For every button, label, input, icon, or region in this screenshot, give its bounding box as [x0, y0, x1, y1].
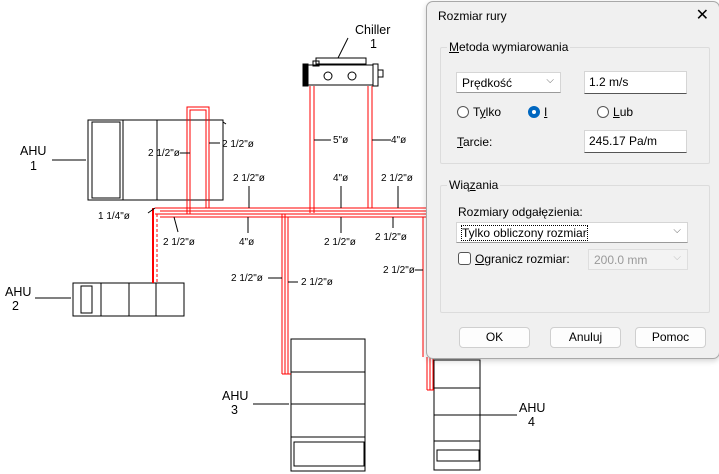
label-main-bottom-right: 2 1/2"ø: [375, 232, 407, 243]
constraints-group: Wiązania: [440, 178, 710, 313]
radio-and[interactable]: I: [528, 105, 547, 119]
label-main-top-right: 2 1/2"ø: [381, 173, 413, 184]
radio-only[interactable]: Tylko: [457, 105, 501, 119]
ahu-4[interactable]: [433, 359, 481, 471]
dialog-title: Rozmiar rury: [438, 9, 507, 23]
velocity-input[interactable]: 1.2 m/s: [584, 71, 687, 94]
chiller-number: 1: [370, 37, 377, 51]
sizing-method-group: Metoda wymiarowania: [440, 40, 710, 164]
label-main-top-mid: 4"ø: [333, 173, 348, 184]
ok-button[interactable]: OK: [459, 327, 530, 348]
label-main-bottom-left: 2 1/2"ø: [163, 237, 195, 248]
ahu3-number: 3: [231, 403, 238, 417]
label-ahu1-right: 2 1/2"ø: [222, 139, 254, 150]
limit-size-label: Ogranicz rozmiar:: [475, 252, 570, 266]
label-branch-ahu2: 1 1/4"ø: [98, 211, 130, 222]
branch-sizes-label: Rozmiary odgałęzienia:: [458, 205, 583, 219]
radio-circle-icon: [457, 106, 469, 118]
friction-input[interactable]: 245.17 Pa/m: [584, 130, 687, 153]
radio-or[interactable]: Lub: [597, 105, 633, 119]
ahu-2[interactable]: [72, 282, 185, 317]
pipe-size-dialog: Rozmiar rury ✕ Metoda wymiarowania Prędk…: [426, 1, 719, 359]
ahu3-label: AHU: [222, 389, 248, 403]
label-main-top-left: 2 1/2"ø: [233, 173, 265, 184]
chiller-leader: [337, 37, 349, 59]
chiller-1[interactable]: [302, 57, 384, 87]
label-ahu3-left: 2 1/2"ø: [231, 273, 263, 284]
ahu-1[interactable]: [87, 119, 227, 201]
limit-size-select[interactable]: 200.0 mm ⌵: [588, 249, 688, 270]
help-button[interactable]: Pomoc: [635, 327, 706, 348]
label-main-bottom-mid: 4"ø: [239, 237, 254, 248]
ahu2-number: 2: [12, 299, 19, 313]
chevron-down-icon: ⌵: [673, 225, 681, 236]
cancel-button[interactable]: Anuluj: [550, 327, 621, 348]
limit-size-checkbox[interactable]: [458, 252, 471, 265]
radio-circle-icon: [597, 106, 609, 118]
label-main-bottom-mid2: 2 1/2"ø: [324, 237, 356, 248]
ahu4-label: AHU: [519, 401, 545, 415]
branch-sizes-select[interactable]: Tylko obliczony rozmiar ⌵: [456, 222, 688, 243]
ahu4-number: 4: [528, 415, 535, 429]
friction-label: Tarcie:: [457, 135, 493, 149]
sizing-method-legend: Metoda wymiarowania: [449, 40, 569, 54]
label-ahu4-riser: 2 1/2"ø: [383, 265, 415, 276]
label-chiller-supply: 5"ø: [333, 135, 348, 146]
chiller-label: Chiller: [355, 23, 390, 37]
chevron-down-icon: ⌵: [673, 252, 681, 263]
ahu-3[interactable]: [290, 338, 366, 472]
method-select[interactable]: Prędkość ⌵: [456, 72, 561, 93]
label-ahu1-left: 2 1/2"ø: [148, 148, 180, 159]
label-ahu3-right: 2 1/2"ø: [301, 277, 333, 288]
label-chiller-return: 4"ø: [391, 135, 406, 146]
ahu1-label: AHU: [20, 144, 46, 158]
leaders: [147, 139, 423, 283]
chevron-down-icon: ⌵: [546, 75, 554, 86]
ahu1-number: 1: [30, 159, 37, 173]
pipe-network[interactable]: [152, 86, 434, 391]
ahu2-label: AHU: [5, 285, 31, 299]
close-icon[interactable]: ✕: [695, 7, 709, 24]
radio-selected-icon: [528, 106, 540, 118]
constraints-legend: Wiązania: [449, 178, 499, 192]
